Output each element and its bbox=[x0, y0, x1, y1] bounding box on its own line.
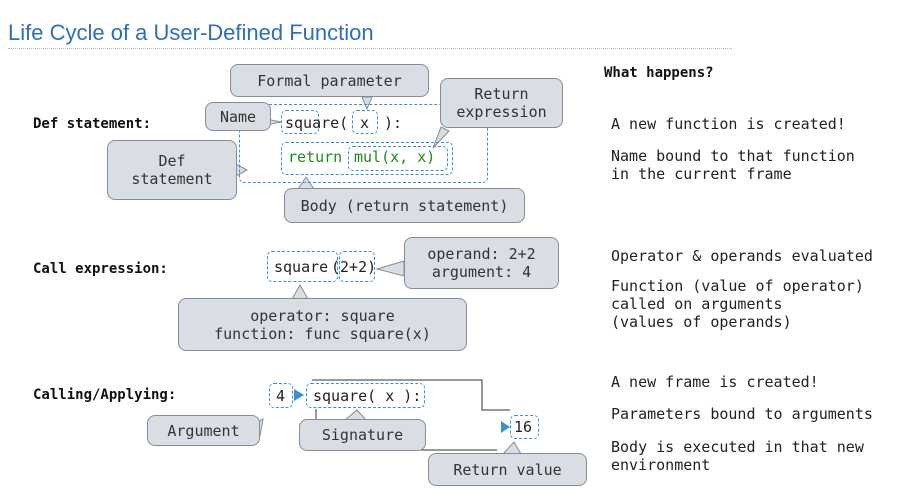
return-expression-callout: Return expression bbox=[440, 78, 563, 128]
return-value-callout: Return value bbox=[428, 453, 587, 486]
return-expression-outline bbox=[348, 146, 448, 171]
call-happens-2-line2: called on arguments bbox=[611, 295, 783, 313]
def-statement-callout: Def statement bbox=[107, 140, 237, 200]
return-expression-code: mul(x, x) bbox=[354, 148, 436, 166]
call-happens-2-line3: (values of operands) bbox=[611, 313, 792, 331]
signature-callout: Signature bbox=[299, 419, 426, 451]
def-statement-callout-line1: Def bbox=[158, 152, 186, 170]
operator-callout: operator: square function: func square(x… bbox=[178, 298, 467, 351]
return-expression-callout-line2: expression bbox=[456, 103, 547, 121]
def-statement-callout-line2: statement bbox=[131, 170, 213, 188]
apply-happens-3: Body is executed in that new environment bbox=[611, 438, 864, 474]
call-happens-1: Operator & operands evaluated bbox=[611, 247, 873, 265]
return-expression-callout-line1: Return bbox=[474, 85, 529, 103]
operator-callout-line2: function: func square(x) bbox=[214, 324, 431, 343]
operator-outline bbox=[267, 251, 338, 282]
result-outline bbox=[510, 415, 539, 439]
def-happens-2-line1: Name bound to that function bbox=[611, 147, 855, 165]
calling-applying-label: Calling/Applying: bbox=[33, 387, 177, 403]
apply-happens-1: A new frame is created! bbox=[611, 373, 819, 391]
apply-happens-3-line1: Body is executed in that new bbox=[611, 438, 864, 456]
operand-outline bbox=[339, 251, 375, 282]
page-title: Life Cycle of a User-Defined Function bbox=[8, 20, 374, 45]
what-happens-heading: What happens? bbox=[604, 65, 714, 81]
call-happens-2: Function (value of operator) called on a… bbox=[611, 277, 864, 331]
operator-callout-line1: operator: square bbox=[250, 306, 395, 325]
def-happens-1: A new function is created! bbox=[611, 115, 846, 133]
body-outline bbox=[281, 142, 453, 175]
call-expression-label: Call expression: bbox=[33, 261, 168, 277]
name-callout: Name bbox=[205, 102, 271, 131]
operand-callout-line1: operand: 2+2 bbox=[427, 245, 536, 263]
return-keyword: return bbox=[288, 148, 343, 166]
title-divider bbox=[8, 48, 732, 49]
result-value: 16 bbox=[514, 418, 533, 436]
formal-parameter-callout: Formal parameter bbox=[230, 64, 429, 97]
argument-value: 4 bbox=[276, 387, 286, 405]
body-callout: Body (return statement) bbox=[284, 188, 525, 223]
def-statement-outline bbox=[239, 104, 488, 183]
def-happens-2: Name bound to that function in the curre… bbox=[611, 147, 855, 183]
formal-parameter-outline bbox=[352, 110, 378, 134]
name-outline bbox=[281, 110, 319, 134]
operand-callout: operand: 2+2 argument: 4 bbox=[404, 237, 559, 289]
argument-outline bbox=[269, 383, 293, 408]
operand-callout-line2: argument: 4 bbox=[431, 263, 532, 281]
def-statement-label: Def statement: bbox=[33, 116, 152, 132]
header-close-code: ): bbox=[384, 114, 403, 132]
function-name-code: square( bbox=[285, 114, 349, 132]
formal-parameter-code: x bbox=[360, 114, 370, 132]
operand-code: (2+2) bbox=[331, 258, 377, 276]
call-happens-2-line1: Function (value of operator) bbox=[611, 277, 864, 295]
signature-outline bbox=[306, 383, 425, 408]
apply-happens-2: Parameters bound to arguments bbox=[611, 405, 873, 423]
operator-code: square bbox=[274, 258, 329, 276]
def-happens-2-line2: in the current frame bbox=[611, 165, 792, 183]
apply-happens-3-line2: environment bbox=[611, 456, 711, 474]
signature-code: square( x ): bbox=[313, 387, 422, 405]
argument-callout: Argument bbox=[147, 415, 260, 446]
